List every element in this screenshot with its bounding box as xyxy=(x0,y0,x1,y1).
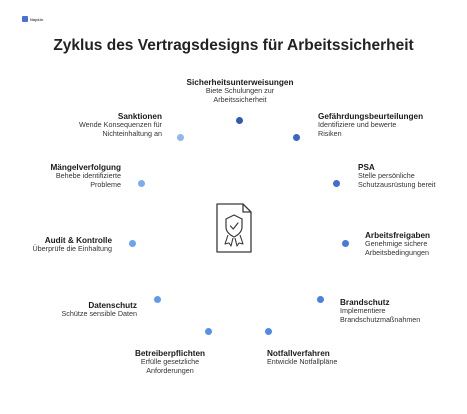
diagram-title: Zyklus des Vertragsdesigns für Arbeitssi… xyxy=(53,37,414,54)
cycle-node-8 xyxy=(129,240,136,247)
step-title: PSA xyxy=(358,163,375,172)
step-gefaehrdungsbeurteilungen: Gefährdungsbeurteilungen Identifiziere u… xyxy=(318,112,438,138)
step-title: Mängelverfolgung xyxy=(50,163,121,172)
step-notfallverfahren: Notfallverfahren Entwickle Notfallpläne xyxy=(267,349,377,367)
step-title: Arbeitsfreigaben xyxy=(365,231,431,240)
cycle-node-3 xyxy=(342,240,349,247)
step-title: Notfallverfahren xyxy=(267,349,330,358)
cycle-node-7 xyxy=(154,296,161,303)
award-certificate-icon xyxy=(216,203,252,253)
cycle-node-6 xyxy=(205,328,212,335)
step-sanktionen: Sanktionen Wende Konsequenzen für Nichte… xyxy=(50,112,162,138)
step-description: Biete Schulungen zur Arbeitssicherheit xyxy=(205,86,275,104)
step-description: Überprüfe die Einhaltung xyxy=(32,244,112,254)
step-title: Sicherheitsunterweisungen xyxy=(186,78,294,87)
step-audit-kontrolle: Audit & Kontrolle Überprüfe die Einhaltu… xyxy=(10,236,112,254)
step-description: Erfülle gesetzliche Anforderungen xyxy=(140,357,200,375)
step-title: Gefährdungsbeurteilungen xyxy=(318,112,424,121)
cycle-node-1 xyxy=(293,134,300,141)
step-maengelverfolgung: Mängelverfolgung Behebe identifizierte P… xyxy=(20,163,121,189)
step-betreiberpflichten: Betreiberpflichten Erfülle gesetzliche A… xyxy=(115,349,225,375)
cycle-node-4 xyxy=(317,296,324,303)
step-description: Schütze sensible Daten xyxy=(61,309,137,319)
step-title: Betreiberpflichten xyxy=(134,349,206,358)
step-description: Identifiziere und bewerte Risiken xyxy=(318,120,397,138)
step-description: Wende Konsequenzen für Nichteinhaltung a… xyxy=(79,120,162,138)
logo-text: Napkin xyxy=(30,16,44,22)
step-psa: PSA Stelle persönliche Schutzausrüstung … xyxy=(358,163,458,189)
step-description: Entwickle Notfallpläne xyxy=(267,357,338,367)
step-datenschutz: Datenschutz Schütze sensible Daten xyxy=(20,301,137,319)
step-title: Audit & Kontrolle xyxy=(44,236,112,245)
cycle-node-10 xyxy=(177,134,184,141)
step-title: Brandschutz xyxy=(340,298,390,307)
step-description: Genehmige sichere Arbeitsbedingungen xyxy=(365,239,429,257)
step-sicherheitsunterweisungen: Sicherheitsunterweisungen Biete Schulung… xyxy=(165,78,315,104)
cycle-node-2 xyxy=(333,180,340,187)
cycle-node-5 xyxy=(265,328,272,335)
step-brandschutz: Brandschutz Implementiere Brandschutzmaß… xyxy=(340,298,440,324)
step-description: Implementiere Brandschutzmaßnahmen xyxy=(340,306,421,324)
logo-mark-icon xyxy=(22,16,28,22)
cycle-node-0 xyxy=(236,117,243,124)
step-description: Behebe identifizierte Probleme xyxy=(55,171,121,189)
brand-logo: Napkin xyxy=(22,14,43,24)
step-description: Stelle persönliche Schutzausrüstung bere… xyxy=(358,171,436,189)
cycle-node-9 xyxy=(138,180,145,187)
step-title: Datenschutz xyxy=(88,301,137,310)
step-arbeitsfreigaben: Arbeitsfreigaben Genehmige sichere Arbei… xyxy=(365,231,455,257)
step-title: Sanktionen xyxy=(117,112,162,121)
